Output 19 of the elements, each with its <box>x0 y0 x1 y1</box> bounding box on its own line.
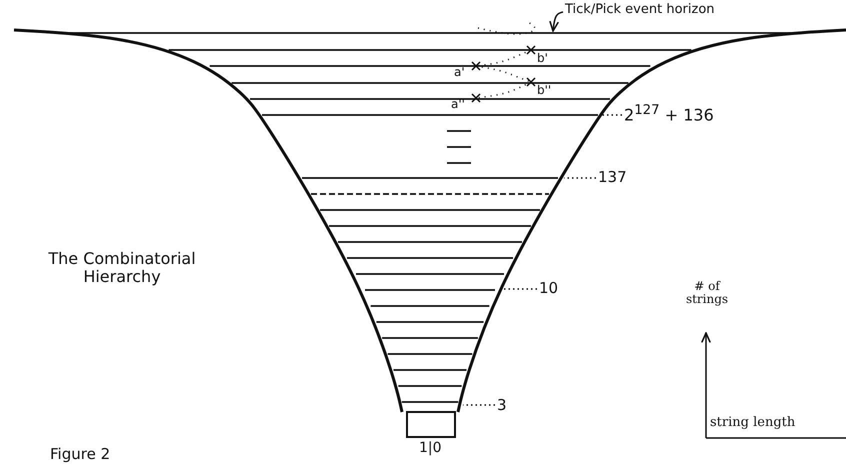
point-label: b' <box>537 52 548 66</box>
level-label: 1|0 <box>419 441 442 456</box>
axis-label: string length <box>710 416 796 430</box>
level-label: 137 <box>598 169 627 186</box>
leader-line <box>502 288 537 290</box>
point-label: b'' <box>537 84 552 98</box>
title: The Combinatorial Hierarchy <box>47 250 197 286</box>
horizon-label: Tick/Pick event horizon <box>565 3 715 18</box>
leader-line <box>463 404 495 406</box>
level-label: 2$^{127}$ + 136 <box>624 104 714 124</box>
leader-line <box>602 114 622 116</box>
leader-line <box>564 177 596 179</box>
axis-label: # of strings <box>684 280 730 306</box>
level-label: 3 <box>497 397 507 414</box>
caption: Figure 2 <box>50 446 110 462</box>
leader-line <box>549 11 564 32</box>
point-label: a' <box>454 66 465 80</box>
point-label: a'' <box>451 98 465 112</box>
level-label: 10 <box>539 280 558 296</box>
